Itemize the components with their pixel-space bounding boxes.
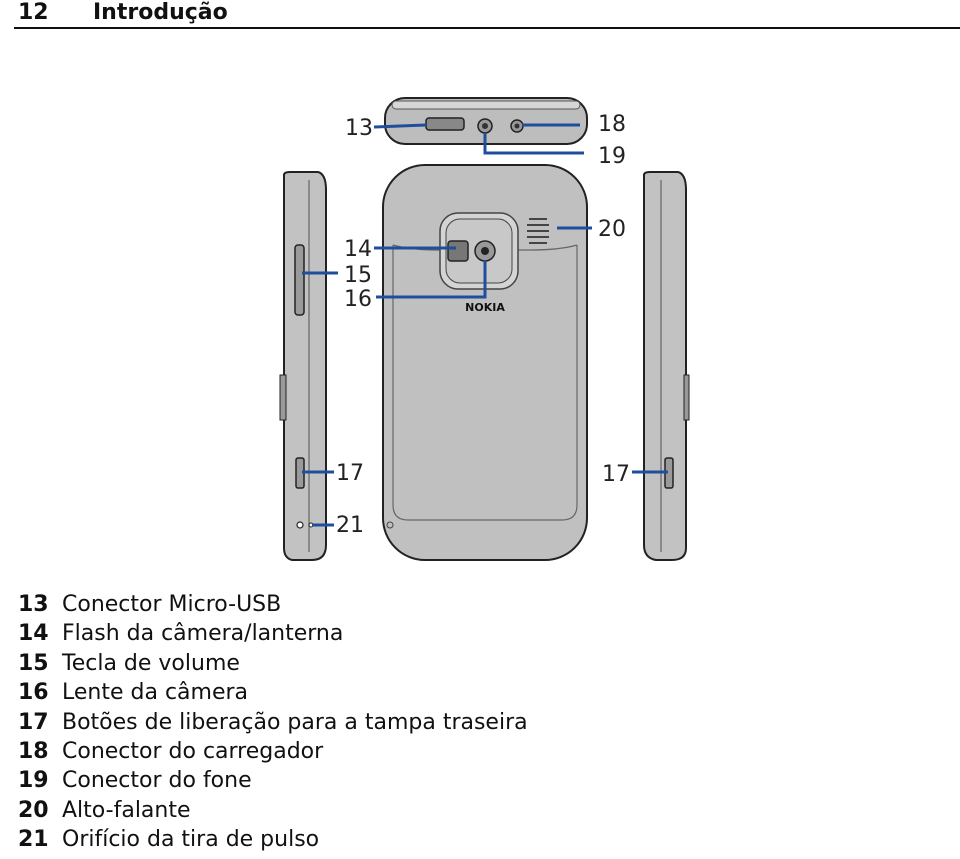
legend-item: 15 Tecla de volume bbox=[18, 649, 528, 678]
callout-15: 15 bbox=[344, 263, 372, 288]
legend-number: 16 bbox=[18, 680, 49, 706]
legend-item: 16 Lente da câmera bbox=[18, 678, 528, 707]
legend-text: Lente da câmera bbox=[62, 680, 249, 706]
legend-number: 20 bbox=[18, 797, 49, 823]
callout-16: 16 bbox=[344, 287, 372, 312]
callout-17-right: 17 bbox=[602, 462, 630, 487]
legend-number: 15 bbox=[18, 650, 49, 676]
micro-usb-port bbox=[425, 117, 465, 131]
legend-item: 21 Orifício da tira de pulso bbox=[18, 825, 528, 854]
camera-flash bbox=[447, 240, 469, 262]
legend-text: Flash da câmera/lanterna bbox=[62, 621, 344, 647]
legend-item: 18 Conector do carregador bbox=[18, 737, 528, 766]
legend-number: 19 bbox=[18, 768, 49, 794]
volume-key bbox=[294, 244, 305, 316]
legend-number: 21 bbox=[18, 827, 49, 853]
phone-top-view bbox=[384, 97, 588, 145]
legend-text: Alto-falante bbox=[62, 797, 191, 823]
legend-item: 20 Alto-falante bbox=[18, 796, 528, 825]
legend-text: Orifício da tira de pulso bbox=[62, 827, 320, 853]
callout-13: 13 bbox=[345, 116, 373, 141]
legend-number: 17 bbox=[18, 709, 49, 735]
callout-19: 19 bbox=[598, 144, 626, 169]
callout-lines bbox=[302, 123, 668, 527]
phone-left-side-view bbox=[279, 171, 327, 561]
page-header: 12 Introdução bbox=[14, 0, 960, 29]
strap-hole bbox=[296, 521, 304, 529]
legend-item: 19 Conector do fone bbox=[18, 766, 528, 795]
phone-back-view: NOKIA bbox=[382, 164, 588, 561]
legend-text: Botões de liberação para a tampa traseir… bbox=[62, 709, 528, 735]
callout-20: 20 bbox=[598, 217, 626, 242]
legend-text: Conector do carregador bbox=[62, 738, 324, 764]
legend-text: Tecla de volume bbox=[62, 650, 240, 676]
legend-number: 13 bbox=[18, 592, 49, 617]
callout-21: 21 bbox=[336, 513, 364, 538]
chapter-title: Introdução bbox=[93, 0, 228, 25]
callout-14: 14 bbox=[344, 237, 372, 262]
legend-number: 18 bbox=[18, 738, 49, 764]
legend-number: 14 bbox=[18, 621, 49, 647]
callout-17-left: 17 bbox=[336, 461, 364, 486]
nokia-logo: NOKIA bbox=[465, 301, 505, 314]
legend-text: Conector do fone bbox=[62, 768, 252, 794]
legend-item: 13 Conector Micro-USB bbox=[18, 590, 528, 619]
callout-18: 18 bbox=[598, 112, 626, 137]
page-number: 12 bbox=[18, 0, 49, 25]
legend-text: Conector Micro-USB bbox=[62, 592, 282, 617]
legend-item: 14 Flash da câmera/lanterna bbox=[18, 619, 528, 648]
legend-item: 17 Botões de liberação para a tampa trase… bbox=[18, 708, 528, 737]
loudspeaker bbox=[527, 218, 549, 244]
parts-legend: 13 Conector Micro-USB 14 Flash da câmera/l… bbox=[18, 590, 528, 855]
phone-right-side-view bbox=[643, 171, 690, 561]
phone-diagram: NOKIA 13 18 19 20 14 15 16 17 17 21 bbox=[279, 97, 690, 561]
